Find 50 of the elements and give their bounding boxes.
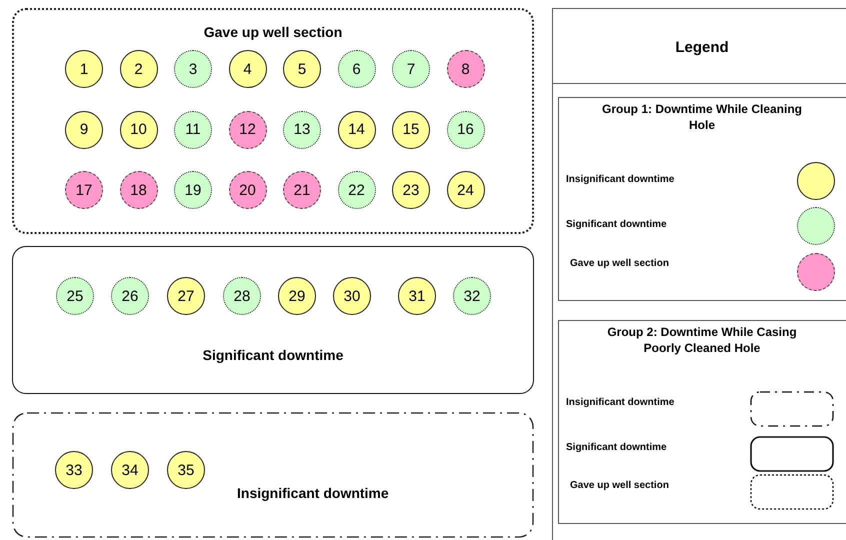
well-circle: 22: [338, 171, 376, 209]
well-circle: 24: [446, 171, 484, 209]
group-title: Insignificant downtime: [237, 485, 389, 501]
well-circle: 21: [283, 171, 321, 209]
well-circle: 10: [120, 110, 158, 148]
well-circle: 32: [453, 277, 491, 315]
legend-label: Insignificant downtime: [566, 174, 674, 185]
group-title: Gave up well section: [204, 24, 342, 40]
legend-label: Gave up well section: [570, 480, 669, 491]
well-circle: 12: [228, 110, 266, 148]
well-circle: 18: [120, 171, 158, 209]
legend-heading: Legend: [674, 38, 730, 58]
well-circle: 30: [333, 277, 371, 315]
group-box: [12, 8, 534, 234]
group-box: [12, 412, 534, 538]
well-circle: 4: [228, 50, 266, 88]
legend-label: Significant downtime: [566, 219, 667, 230]
well-circle: 15: [392, 110, 430, 148]
well-circle: 31: [398, 277, 436, 315]
well-circle: 26: [111, 277, 149, 315]
legend-group-heading: Group 2: Downtime While Casing Poorly Cleaned Hole: [606, 324, 798, 356]
well-circle: 17: [65, 171, 103, 209]
well-circle: 7: [392, 50, 430, 88]
well-circle: 20: [228, 171, 266, 209]
well-circle: 13: [283, 110, 321, 148]
well-circle: 25: [56, 277, 94, 315]
well-circle: 6: [338, 50, 376, 88]
group-title: Significant downtime: [202, 347, 344, 363]
legend-label: Insignificant downtime: [566, 397, 674, 408]
well-circle: 27: [167, 277, 205, 315]
well-circle: 2: [120, 50, 158, 88]
well-circle: 3: [174, 50, 212, 88]
legend-label: Significant downtime: [566, 442, 667, 453]
legend-group-heading: Group 1: Downtime While Cleaning Hole: [600, 101, 803, 134]
well-circle: 29: [278, 277, 316, 315]
well-circle: 19: [174, 171, 212, 209]
well-circle: 33: [55, 451, 93, 489]
well-circle: 9: [65, 110, 103, 148]
well-circle: 14: [338, 110, 376, 148]
well-circle: 1: [65, 50, 103, 88]
well-circle: 34: [111, 451, 149, 489]
well-circle: 16: [446, 110, 484, 148]
well-circle: 5: [283, 50, 321, 88]
group-box: [12, 246, 534, 394]
well-circle: 11: [174, 110, 212, 148]
well-circle: 8: [446, 50, 484, 88]
well-circle: 35: [167, 451, 205, 489]
legend-label: Gave up well section: [570, 258, 669, 269]
well-circle: 28: [223, 277, 261, 315]
well-circle: 23: [392, 171, 430, 209]
